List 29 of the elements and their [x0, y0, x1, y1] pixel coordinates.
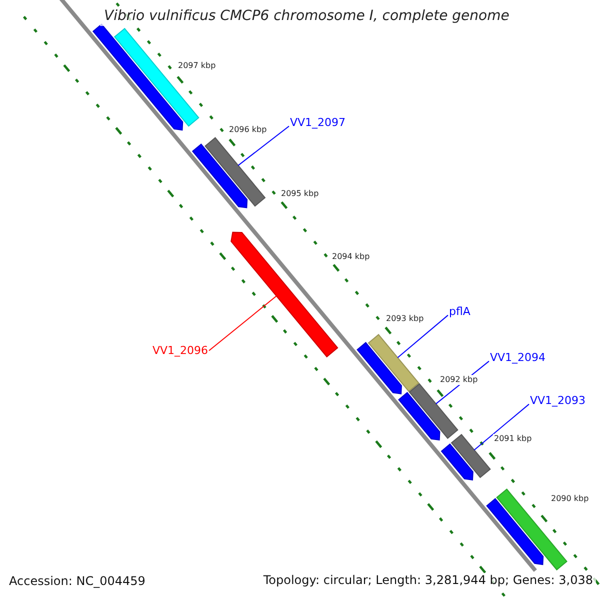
leader-line [238, 126, 290, 166]
scale-label: 2094 kbp [331, 252, 371, 262]
scale-label: 2093 kbp [385, 314, 425, 324]
scale-label: 2097 kbp [177, 61, 217, 71]
gene-feature [204, 137, 266, 207]
leader-line [397, 314, 448, 358]
gene-label: pflA [449, 305, 470, 318]
gene-feature [114, 28, 200, 127]
gene-label: VV1_2096 [152, 344, 208, 358]
gene-feature [450, 434, 491, 478]
genome-info-text: Topology: circular; Length: 3,281,944 bp; Genes: 3,038 [260, 573, 596, 588]
scale-label: 2091 kbp [493, 434, 533, 444]
gene-feature [440, 443, 474, 481]
gene-feature [408, 383, 458, 439]
gene-label: VV1_2097 [290, 116, 346, 130]
scale-label: 2090 kbp [550, 494, 590, 504]
gene-feature [486, 498, 544, 566]
gene-feature [398, 392, 440, 441]
leader-line [474, 404, 530, 450]
gene-feature [192, 144, 248, 208]
scale-label: 2095 kbp [280, 189, 320, 199]
gene-label: VV1_2094 [490, 351, 546, 364]
scale-label: 2096 kbp [228, 125, 268, 135]
gene-label: VV1_2093 [530, 394, 586, 408]
leader-line [208, 296, 277, 352]
scale-label: 2092 kbp [439, 375, 479, 385]
gene-feature [368, 334, 420, 392]
accession-text: Accession: NC_004459 [9, 574, 146, 588]
gene-feature [356, 342, 402, 394]
